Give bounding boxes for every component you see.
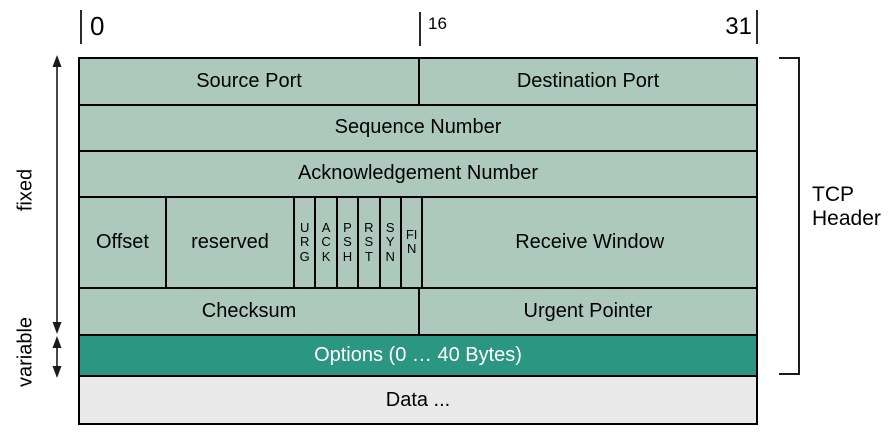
bit16-tick	[419, 12, 421, 46]
row-ports: Source Port Destination Port	[80, 59, 756, 106]
tcp-header-bracket-label: TCP Header	[812, 183, 881, 231]
bit0-label: 0	[90, 11, 105, 41]
fixed-label: fixed	[14, 168, 37, 212]
field-data: Data ...	[80, 377, 756, 423]
row-sequence-number: Sequence Number	[80, 105, 756, 152]
field-reserved: reserved	[167, 197, 295, 287]
field-sequence-number: Sequence Number	[80, 105, 756, 150]
fixed-extent-arrow	[52, 55, 62, 334]
flag-rst: RST	[359, 197, 381, 287]
field-checksum: Checksum	[80, 288, 420, 334]
bit31-tick	[756, 10, 758, 44]
flag-fin-label: FIN	[405, 226, 418, 257]
bit0-tick	[80, 10, 82, 44]
flag-syn: SYN	[380, 197, 402, 287]
row-acknowledgement-number: Acknowledgement Number	[80, 151, 756, 198]
row-flags: Offset reserved URG ACK PSH RST SYN FIN …	[80, 197, 756, 289]
bit31-label: 31	[725, 13, 752, 40]
row-checksum: Checksum Urgent Pointer	[80, 288, 756, 336]
field-options: Options (0 … 40 Bytes)	[80, 335, 756, 376]
variable-label: variable	[14, 316, 37, 388]
flag-urg: URG	[295, 197, 317, 287]
field-offset: Offset	[80, 197, 167, 287]
bit16-label: 16	[428, 14, 447, 33]
tcp-header-table: Source Port Destination Port Sequence Nu…	[78, 57, 758, 425]
flag-psh-label: PSH	[342, 219, 353, 264]
flag-ack-label: ACK	[321, 219, 331, 264]
field-source-port: Source Port	[80, 59, 420, 104]
row-options: Options (0 … 40 Bytes)	[80, 335, 756, 378]
flag-psh: PSH	[337, 197, 360, 287]
flag-syn-label: SYN	[385, 219, 395, 264]
field-acknowledgement-number: Acknowledgement Number	[80, 151, 756, 196]
field-destination-port: Destination Port	[420, 59, 756, 104]
field-receive-window: Receive Window	[423, 197, 756, 287]
field-urgent-pointer: Urgent Pointer	[420, 288, 756, 334]
flag-urg-label: URG	[299, 219, 310, 264]
flag-fin: FIN	[401, 197, 424, 287]
flag-ack: ACK	[316, 197, 338, 287]
row-data: Data ...	[80, 377, 756, 423]
flag-rst-label: RST	[364, 219, 374, 264]
variable-extent-arrow	[52, 336, 62, 378]
tcp-header-bracket	[779, 57, 800, 375]
